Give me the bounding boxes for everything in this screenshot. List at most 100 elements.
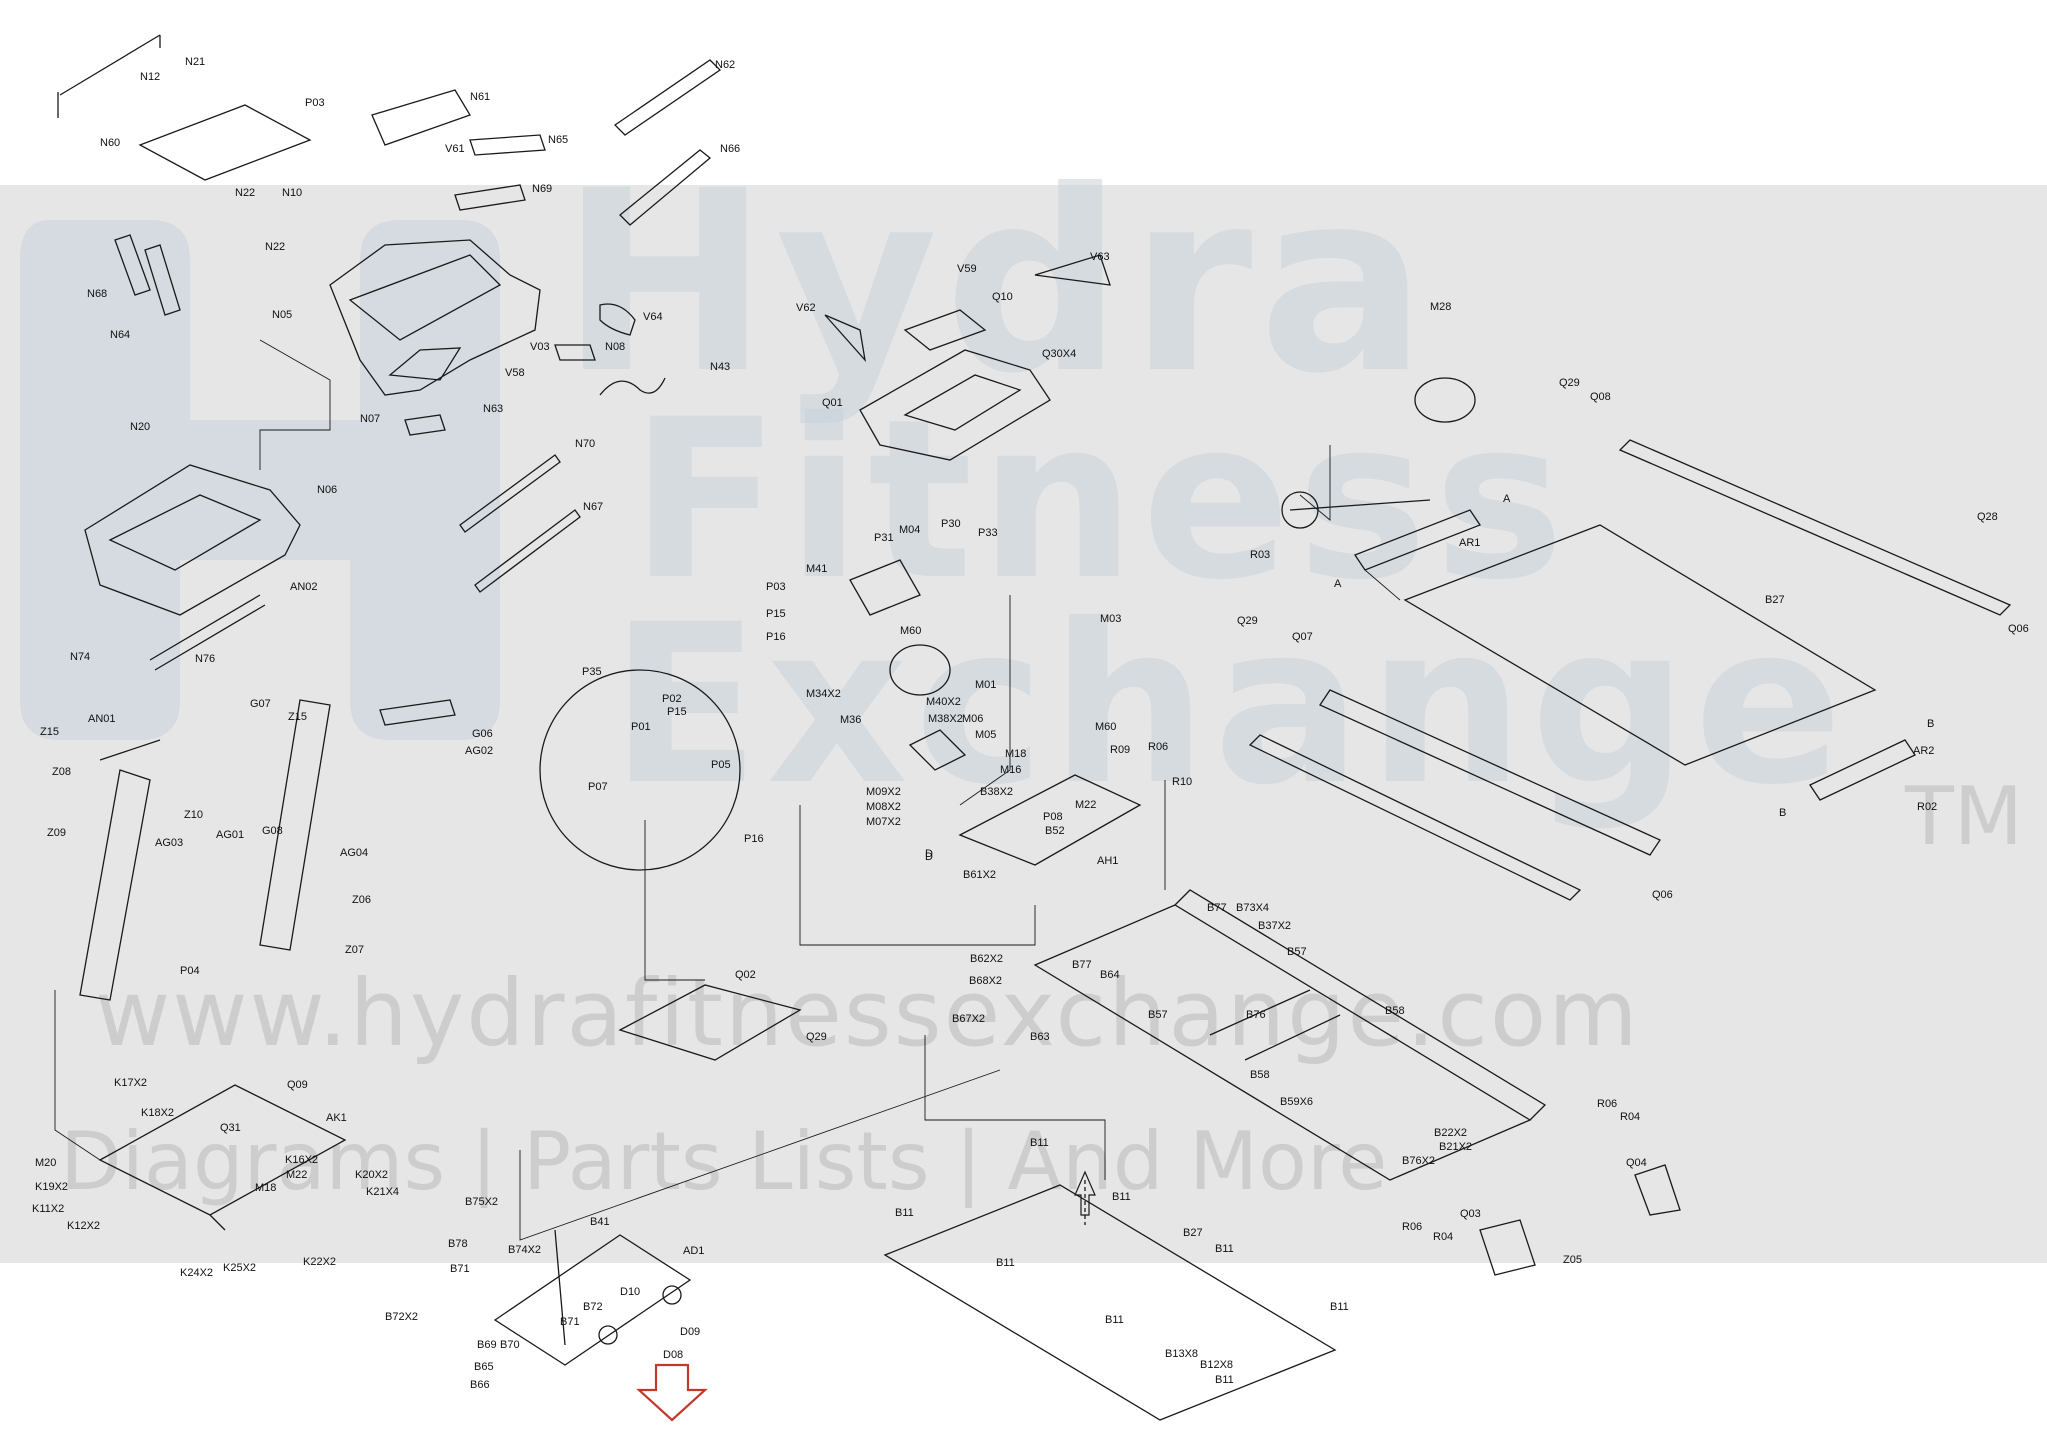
part-label-q06: Q06 bbox=[2008, 623, 2029, 635]
part-label-q07: Q07 bbox=[1292, 631, 1313, 643]
part-label-b11: B11 bbox=[1030, 1137, 1049, 1149]
part-label-b76: B76 bbox=[1246, 1009, 1266, 1021]
part-label-d10: D10 bbox=[620, 1286, 640, 1298]
lift-ad1 bbox=[493, 1234, 692, 1366]
part-label-q01: Q01 bbox=[822, 397, 843, 409]
part-label-n61: N61 bbox=[470, 91, 490, 103]
part-label-q08: Q08 bbox=[1590, 391, 1611, 403]
part-label-m03: M03 bbox=[1100, 613, 1121, 625]
part-label-r03: R03 bbox=[1250, 549, 1270, 561]
part-label-p02: P02 bbox=[662, 693, 682, 705]
part-label-ag04: AG04 bbox=[340, 847, 368, 859]
part-label-b11: B11 bbox=[1105, 1314, 1124, 1326]
part-label-b65: B65 bbox=[474, 1361, 494, 1373]
part-label-b52: B52 bbox=[1045, 825, 1065, 837]
watermark-brand-line3: Exchange bbox=[610, 577, 1849, 833]
part-label-q28: Q28 bbox=[1977, 511, 1998, 523]
part-label-q30x4: Q30X4 bbox=[1042, 348, 1076, 360]
part-label-m18: M18 bbox=[1005, 748, 1026, 760]
part-label-an02: AN02 bbox=[290, 581, 318, 593]
part-label-q06: Q06 bbox=[1652, 889, 1673, 901]
part-label-m28: M28 bbox=[1430, 301, 1451, 313]
part-label-n07: N07 bbox=[360, 413, 380, 425]
console-n06 bbox=[84, 464, 301, 616]
part-label-m40x2: M40X2 bbox=[926, 696, 961, 708]
part-label-r06: R06 bbox=[1597, 1098, 1617, 1110]
part-label-m16: M16 bbox=[1000, 764, 1021, 776]
part-label-m07x2: M07X2 bbox=[866, 816, 901, 828]
part-label-k21x4: K21X4 bbox=[366, 1186, 399, 1198]
part-label-m34x2: M34X2 bbox=[806, 688, 841, 700]
deck-arrow bbox=[1074, 1170, 1096, 1216]
part-label-b57: B57 bbox=[1148, 1009, 1168, 1021]
watermark-logo bbox=[20, 220, 500, 740]
part-label-p04: P04 bbox=[180, 965, 200, 977]
part-label-v59: V59 bbox=[957, 263, 977, 275]
part-label-z08: Z08 bbox=[52, 766, 71, 778]
part-label-b71: B71 bbox=[560, 1316, 580, 1328]
part-label-b22x2: B22X2 bbox=[1434, 1127, 1467, 1139]
frame-ah1 bbox=[958, 774, 1142, 866]
part-label-b77: B77 bbox=[1072, 959, 1092, 971]
part-label-b76x2: B76X2 bbox=[1402, 1155, 1435, 1167]
part-label-r10: R10 bbox=[1172, 776, 1192, 788]
upright-ag03 bbox=[79, 769, 151, 1001]
watermark-band bbox=[0, 185, 2047, 1263]
part-label-m60: M60 bbox=[1095, 721, 1116, 733]
watermark-tagline: Diagrams | Parts Lists | And More bbox=[60, 1115, 1388, 1208]
watermark-trademark: TM bbox=[1905, 770, 2023, 863]
part-label-m01: M01 bbox=[975, 679, 996, 691]
part-label-b: B bbox=[1779, 807, 1786, 819]
part-label-b58: B58 bbox=[1385, 1005, 1405, 1017]
part-label-b74x2: B74X2 bbox=[508, 1244, 541, 1256]
base-ak1 bbox=[98, 1084, 347, 1216]
part-label-r06: R06 bbox=[1148, 741, 1168, 753]
part-label-b70: B70 bbox=[500, 1339, 520, 1351]
plate-b27 bbox=[883, 1184, 1337, 1421]
part-label-g08: G08 bbox=[262, 825, 283, 837]
part-label-n20: N20 bbox=[130, 421, 150, 433]
part-label-v03: V03 bbox=[530, 341, 550, 353]
part-label-z06: Z06 bbox=[352, 894, 371, 906]
part-label-n60: N60 bbox=[100, 137, 120, 149]
console-q01 bbox=[859, 349, 1051, 461]
watermark-url: www.hydrafitnessexchange.com bbox=[95, 960, 1640, 1067]
part-label-n65: N65 bbox=[548, 134, 568, 146]
part-label-k12x2: K12X2 bbox=[67, 1220, 100, 1232]
part-label-a: A bbox=[1503, 493, 1511, 505]
part-label-m60: M60 bbox=[900, 625, 921, 637]
part-label-an01: AN01 bbox=[88, 713, 116, 725]
part-label-q29: Q29 bbox=[1559, 377, 1580, 389]
wiring-inset bbox=[539, 669, 741, 871]
roller-ar1 bbox=[1354, 509, 1481, 571]
part-label-n05: N05 bbox=[272, 309, 292, 321]
upright-ag04 bbox=[259, 699, 331, 951]
part-label-n66: N66 bbox=[720, 143, 740, 155]
part-label-n68: N68 bbox=[87, 288, 107, 300]
part-label-n22: N22 bbox=[235, 187, 255, 199]
part-label-ad1: AD1 bbox=[683, 1245, 704, 1257]
part-label-n22: N22 bbox=[265, 241, 285, 253]
part-label-z15: Z15 bbox=[40, 726, 59, 738]
panel-n60 bbox=[138, 104, 312, 181]
part-label-p31: P31 bbox=[874, 532, 894, 544]
part-label-q31: Q31 bbox=[220, 1122, 241, 1134]
part-label-b41: B41 bbox=[590, 1216, 610, 1228]
part-label-b73x4: B73X4 bbox=[1236, 902, 1269, 914]
part-label-q10: Q10 bbox=[992, 291, 1013, 303]
part-label-n62: N62 bbox=[715, 59, 735, 71]
part-label-b11: B11 bbox=[1215, 1243, 1234, 1255]
part-label-b58: B58 bbox=[1250, 1069, 1270, 1081]
part-label-b64: B64 bbox=[1100, 969, 1120, 981]
part-label-b11: B11 bbox=[1215, 1374, 1234, 1386]
part-label-ag01: AG01 bbox=[216, 829, 244, 841]
part-label-n63: N63 bbox=[483, 403, 503, 415]
part-label-k17x2: K17X2 bbox=[114, 1077, 147, 1089]
part-label-v64: V64 bbox=[643, 311, 663, 323]
part-label-q29: Q29 bbox=[1237, 615, 1258, 627]
part-label-n12: N12 bbox=[140, 71, 160, 83]
part-label-n43: N43 bbox=[710, 361, 730, 373]
part-label-q29: Q29 bbox=[806, 1031, 827, 1043]
board-m41 bbox=[849, 559, 921, 616]
part-label-z15: Z15 bbox=[288, 711, 307, 723]
